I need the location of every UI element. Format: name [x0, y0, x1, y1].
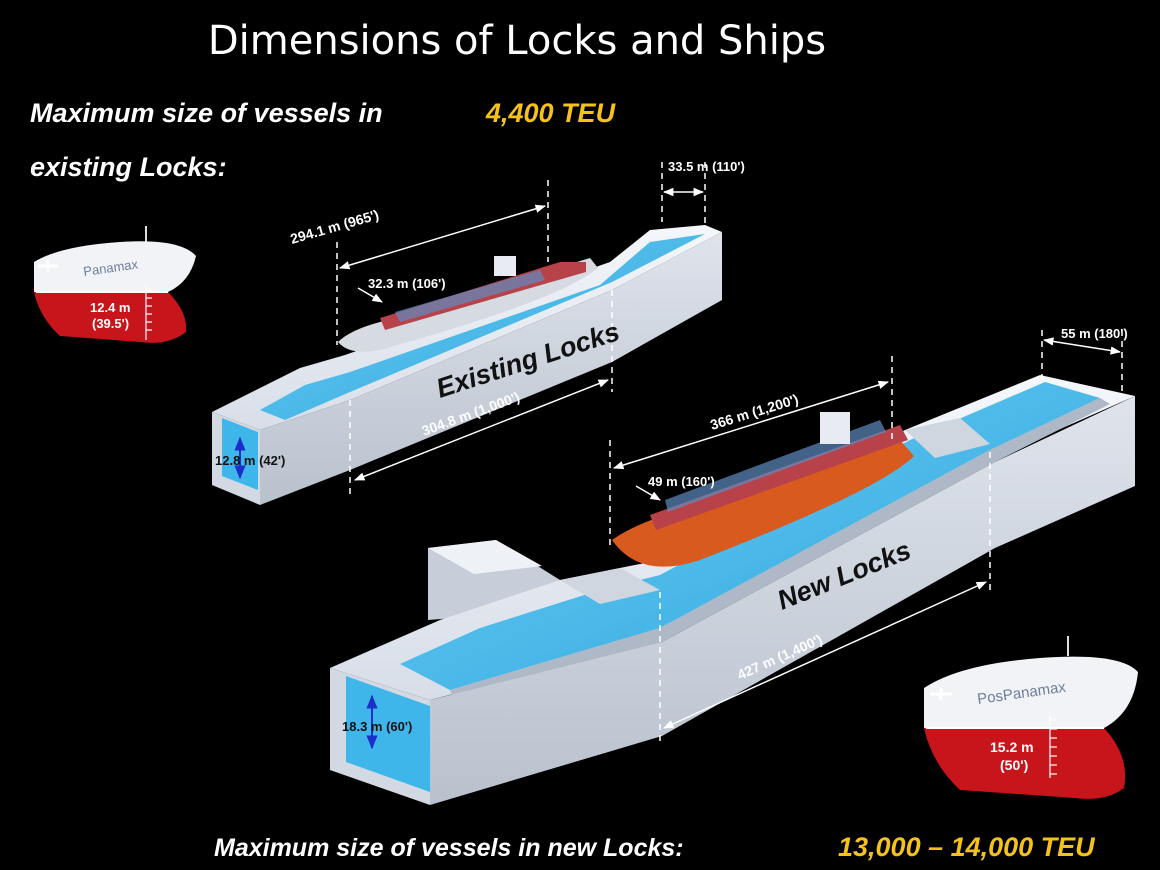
new-ship-length-label: 366 m (1,200'): [708, 391, 800, 433]
panamax-draft-m: 12.4 m: [90, 300, 130, 315]
new-ship-beam-label: 49 m (160'): [648, 474, 715, 489]
new-teu-value: 13,000 – 14,000 TEU: [838, 832, 1095, 862]
new-gate-2: [905, 418, 990, 458]
existing-lock-depth-label: 12.8 m (42'): [215, 453, 285, 468]
new-lock-width-label: 55 m (180'): [1061, 326, 1128, 341]
pospanamax-draft-ft: (50'): [1000, 757, 1028, 773]
slide-title: Dimensions of Locks and Ships: [207, 18, 827, 64]
existing-dimensions: [234, 162, 706, 498]
panamax-hull-upper: [34, 241, 196, 292]
panamax-bow-plane-icon: [38, 260, 58, 272]
new-ship-bridge: [820, 412, 850, 444]
new-heading: Maximum size of vessels in new Locks:: [214, 834, 684, 862]
existing-teu-value: 4,400 TEU: [486, 98, 616, 128]
pospanamax-bow-plane-icon: [930, 688, 952, 700]
panamax-draft-ft: (39.5'): [92, 316, 129, 331]
new-back-block-top: [428, 540, 542, 574]
existing-ship-length-label: 294.1 m (965'): [288, 206, 380, 247]
new-gate-1: [560, 568, 660, 604]
existing-water-channel: [260, 234, 705, 420]
new-inner-wall: [450, 398, 1110, 700]
existing-heading-line2: existing Locks:: [30, 152, 227, 182]
pospanamax-draft-scale: [1049, 716, 1057, 778]
existing-ship-beam-label: 32.3 m (106'): [368, 276, 446, 291]
new-ship-hull: [612, 440, 914, 567]
panamax-draft-scale: [145, 286, 152, 340]
pospanamax-ship-profile: PosPanamax 15.2 m (50'): [924, 636, 1138, 799]
existing-container-ship: [338, 256, 598, 352]
pospanamax-hull-upper: [924, 656, 1138, 728]
existing-heading-line1: Maximum size of vessels in: [30, 98, 383, 128]
existing-ship-containers-2: [395, 270, 545, 322]
pospanamax-draft-m: 15.2 m: [990, 739, 1034, 755]
existing-lock-width-label: 33.5 m (110'): [668, 159, 745, 174]
pospanamax-hull-lower: [924, 728, 1126, 799]
new-dimensions: [366, 330, 1123, 750]
panamax-ship-profile: Panamax 12.4 m (39.5'): [34, 226, 196, 343]
existing-ship-bridge: [494, 256, 516, 276]
new-lock-depth-label: 18.3 m (60'): [342, 719, 412, 734]
